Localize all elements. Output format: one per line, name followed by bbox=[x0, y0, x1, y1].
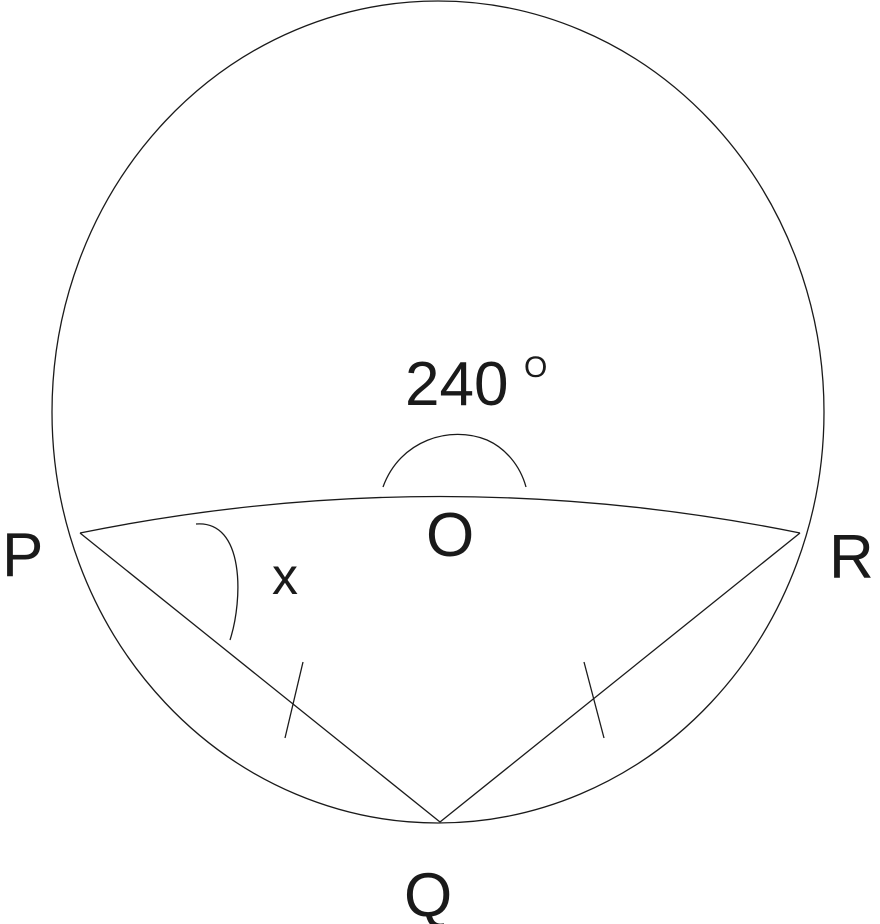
tick-mark-PQ bbox=[284, 661, 304, 739]
segment-RQ bbox=[439, 532, 801, 823]
angle-arc-O bbox=[382, 433, 527, 488]
angle-unit-O: O bbox=[524, 351, 547, 384]
point-label-R: R bbox=[829, 523, 874, 592]
angle-arc-P bbox=[195, 523, 239, 641]
circle bbox=[51, 0, 825, 824]
segment-PQ bbox=[79, 532, 441, 823]
point-label-O: O bbox=[426, 501, 474, 570]
point-label-Q: Q bbox=[404, 861, 452, 924]
angle-variable-x: x bbox=[272, 548, 298, 606]
point-label-P: P bbox=[2, 521, 43, 590]
arc-P-O-R bbox=[79, 495, 801, 534]
tick-mark-RQ bbox=[583, 661, 605, 739]
angle-value-O: 240 bbox=[405, 350, 508, 419]
